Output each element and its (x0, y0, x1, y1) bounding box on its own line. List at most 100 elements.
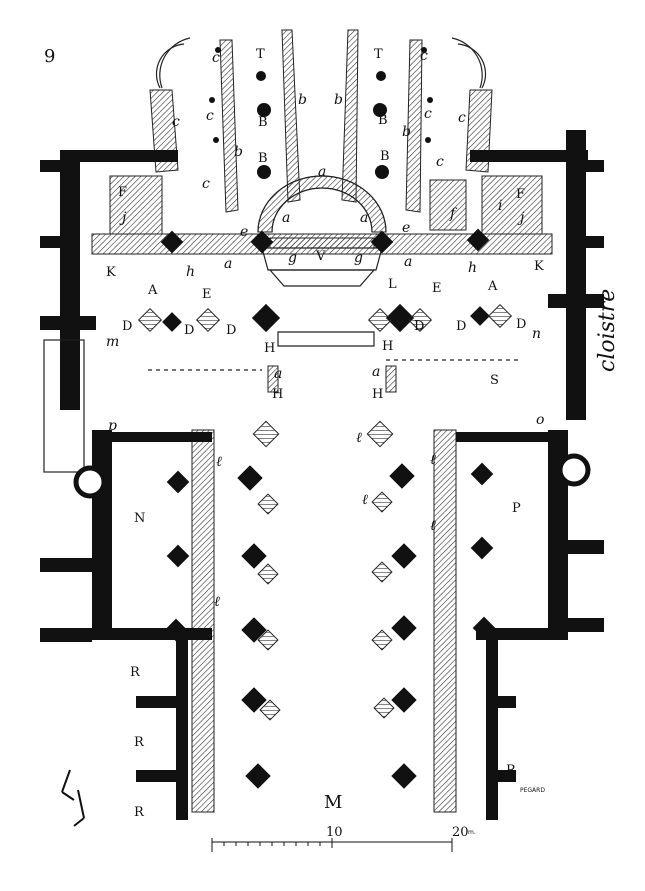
label-E-left: E (202, 287, 212, 302)
label-c-7: c (202, 176, 210, 192)
label-g-right: g (354, 250, 363, 266)
label-p: p (108, 418, 117, 434)
label-b-3: b (234, 144, 243, 160)
pier-hatched (195, 307, 221, 333)
label-l-1: ℓ (216, 454, 222, 470)
label-e-right: e (402, 220, 410, 236)
pier (391, 543, 417, 569)
label-a-arch-right: a (360, 210, 368, 226)
pier-hatched (257, 629, 279, 651)
pier (391, 763, 417, 789)
label-h-left: h (186, 264, 195, 280)
label-a-top: a (318, 164, 326, 180)
label-l-6: ℓ (430, 518, 436, 534)
label-a-transept-left: a (224, 256, 232, 272)
label-D-2: D (184, 323, 194, 338)
label-F-left: F (118, 185, 127, 200)
label-D-5: D (456, 319, 466, 334)
label-i: i (498, 198, 502, 214)
label-c-2: c (420, 48, 428, 64)
transept (40, 130, 604, 473)
label-N: N (134, 511, 145, 526)
label-c-4: c (206, 108, 214, 124)
label-H-3: H (272, 387, 283, 402)
pier-hatched (373, 697, 395, 719)
label-f: f (449, 206, 458, 222)
label-T-right: T (374, 47, 383, 62)
label-B-lower-left: B (258, 151, 268, 166)
scale-unit: m. (468, 829, 476, 836)
label-B-upper-right: B (378, 113, 388, 128)
label-B-lower-right: B (380, 149, 390, 164)
label-D-6: D (516, 317, 526, 332)
label-L: L (388, 277, 397, 292)
cloistre-label: cloistre (595, 289, 620, 372)
label-b-1: b (298, 92, 307, 108)
pier (162, 312, 182, 332)
label-T-left: T (256, 47, 265, 62)
label-S: S (490, 373, 499, 388)
label-R-3: R (134, 805, 145, 820)
label-F-right: F (516, 187, 525, 202)
label-A-right: A (487, 279, 498, 294)
label-H-4: H (372, 387, 383, 402)
label-j-left: j (119, 210, 127, 226)
label-P: P (512, 501, 521, 516)
label-H-2: H (382, 339, 393, 354)
pier-hatched (259, 699, 281, 721)
label-D-1: D (122, 319, 132, 334)
label-c-3: c (172, 114, 180, 130)
label-a-nave-right: a (372, 364, 380, 380)
pier (166, 470, 190, 494)
pier-hatched (371, 629, 393, 651)
label-K-right: K (534, 259, 544, 274)
pier (389, 463, 415, 489)
label-c-5: c (424, 106, 432, 122)
label-l-4: ℓ (362, 492, 368, 508)
pier (470, 462, 494, 486)
label-m: m (106, 334, 119, 350)
label-M: M (324, 792, 342, 813)
figure-number: 9 (44, 46, 55, 67)
label-R-4: R (506, 763, 517, 778)
pier-hatched (367, 307, 393, 333)
nave (40, 429, 604, 820)
pier (166, 544, 190, 568)
label-n: n (532, 326, 541, 342)
label-V: V (315, 249, 326, 264)
label-c-6: c (458, 110, 466, 126)
pier (237, 465, 263, 491)
pier-hatched (257, 563, 279, 585)
pier (391, 687, 417, 713)
pier (385, 303, 415, 333)
label-D-4: D (414, 319, 424, 334)
label-a-nave-left: a (274, 366, 282, 382)
pier-hatched (407, 307, 433, 333)
pier (470, 306, 490, 326)
pier (241, 543, 267, 569)
pier (470, 536, 494, 560)
label-a-arch-left: a (282, 210, 290, 226)
label-D-3: D (226, 323, 236, 338)
label-o: o (536, 412, 544, 428)
label-l-5: ℓ (430, 452, 436, 468)
pier-hatched (252, 420, 280, 448)
pier-hatched (257, 493, 279, 515)
pier-hatched (371, 561, 393, 583)
label-H-1: H (264, 341, 275, 356)
label-B-upper-left: B (258, 115, 268, 130)
label-h-right: h (468, 260, 477, 276)
label-b-4: b (402, 124, 411, 140)
pier-hatched (371, 491, 393, 513)
label-j-right: j (517, 210, 525, 226)
label-E-right: E (432, 281, 442, 296)
label-c-1: c (212, 50, 220, 66)
label-c-8: c (436, 154, 444, 170)
label-R-1: R (130, 665, 141, 680)
label-b-2: b (334, 92, 343, 108)
scale-label-10: 10 (326, 825, 343, 840)
engraver-signature: PEGARD (520, 787, 545, 794)
label-R-2: R (134, 735, 145, 750)
pier-hatched (137, 307, 163, 333)
